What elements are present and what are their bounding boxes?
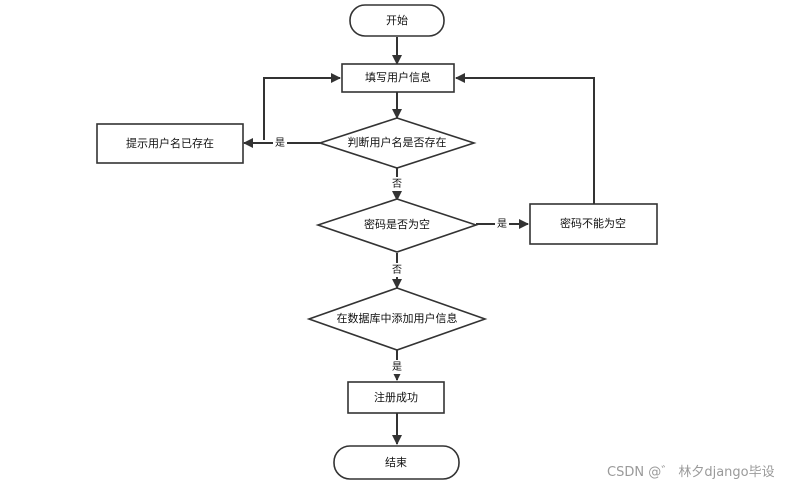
fill-info-box [341, 63, 455, 93]
edge-user-exists-to-fill [263, 73, 341, 140]
success-label: 注册成功 [374, 390, 418, 404]
pwd-empty-box [529, 203, 658, 245]
check-pwd-label: 密码是否为空 [364, 217, 430, 231]
edge-label-bg-user-no [390, 177, 404, 191]
edge-label-db-yes: 是 [392, 361, 402, 373]
check-user-label: 判断用户名是否存在 [348, 135, 447, 149]
check-pwd-decision [315, 198, 479, 253]
end-label: 结束 [385, 456, 407, 469]
success-box [347, 381, 445, 414]
edge-label-bg-user-yes [273, 136, 287, 150]
start-terminal [349, 4, 445, 37]
edge-label-pwd-yes: 是 [497, 218, 507, 230]
end-terminal [333, 445, 460, 480]
edge-label-bg-db-yes [390, 360, 404, 374]
db-add-label: 在数据库中添加用户信息 [337, 311, 458, 325]
start-label: 开始 [386, 13, 408, 27]
check-user-decision [317, 117, 477, 169]
edge-label-bg-pwd-yes [495, 217, 509, 231]
edge-label-user-no: 否 [392, 178, 402, 190]
edge-label-pwd-no: 否 [392, 264, 402, 276]
fill-info-label: 填写用户信息 [365, 70, 431, 84]
db-add-decision [306, 287, 488, 351]
pwd-empty-label: 密码不能为空 [560, 216, 626, 230]
edge-label-bg-pwd-no [390, 263, 404, 277]
edge-pwd-empty-to-fill [455, 73, 595, 204]
edge-label-user-yes: 是 [275, 137, 285, 149]
csdn-watermark: CSDN @゛ 林夕django毕设 [607, 465, 775, 480]
user-exists-label: 提示用户名已存在 [126, 136, 214, 150]
user-exists-box [96, 123, 244, 164]
